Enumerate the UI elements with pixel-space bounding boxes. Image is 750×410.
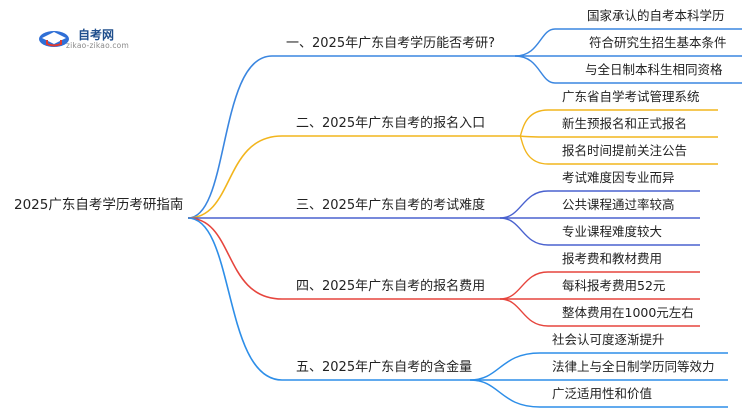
branch-4-leaf-2: 每科报考费用52元 (562, 278, 666, 293)
branch-1-leaf-2: 符合研究生招生基本条件 (589, 35, 727, 50)
branch-5-title: 五、2025年广东自考的含金量 (296, 360, 473, 375)
branch-2-connector (187, 135, 520, 219)
branch-4-title: 四、2025年广东自考的报名费用 (296, 279, 486, 294)
graduation-cap-icon (39, 31, 69, 47)
branch-4-leaf-3: 整体费用在1000元左右 (562, 305, 694, 320)
branch-2-leaf-3-connector (519, 135, 718, 165)
branch-2-leaf-2: 新生预报名和正式报名 (562, 116, 688, 131)
branch-2-leaf-1-connector (519, 109, 718, 137)
branch-3-leaf-1: 考试难度因专业而异 (562, 170, 675, 185)
branch-2-leaf-2-connector (519, 135, 718, 138)
branch-4-leaf-1-connector (499, 271, 700, 300)
branch-4-leaf-1: 报考费和教材费用 (562, 251, 663, 266)
branch-1-leaf-1: 国家承认的自考本科学历 (587, 8, 725, 23)
root-topic: 2025广东自考学历考研指南 (14, 197, 184, 213)
branch-3-title: 三、2025年广东自考的考试难度 (296, 198, 486, 213)
branch-1-leaf-3: 与全日制本科生相同资格 (585, 62, 723, 77)
branch-5-connector (187, 217, 470, 381)
branch-3-leaf-3: 专业课程难度较大 (562, 224, 663, 239)
branch-5-leaf-1-connector (469, 352, 728, 381)
branch-2-leaf-3: 报名时间提前关注公告 (562, 143, 688, 158)
site-logo: 自考网 zikao-zikao.com (8, 6, 148, 50)
branch-1-connector (187, 55, 515, 219)
branch-2-leaf-1: 广东省自学考试管理系统 (562, 89, 700, 104)
branch-1-leaf-1-connector (514, 28, 742, 57)
branch-1-title: 一、2025年广东自考学历能否考研? (286, 36, 495, 51)
branch-1-leaf-3-connector (514, 55, 742, 84)
logo-url: zikao-zikao.com (66, 41, 129, 50)
logo-name: 自考网 (78, 28, 115, 42)
branch-5-leaf-1: 社会认可度逐渐提升 (552, 332, 665, 347)
branch-3-leaf-1-connector (499, 190, 700, 219)
branch-2-title: 二、2025年广东自考的报名入口 (296, 116, 486, 131)
branch-4-leaf-3-connector (499, 298, 700, 327)
branch-5-leaf-3-connector (469, 379, 728, 408)
branch-4-connector (187, 217, 500, 300)
branch-5-leaf-2: 法律上与全日制学历同等效力 (552, 359, 715, 374)
branch-3-leaf-3-connector (499, 217, 700, 246)
branch-5-leaf-3: 广泛适用性和价值 (552, 386, 653, 401)
branch-3-leaf-2: 公共课程通过率较高 (562, 197, 675, 212)
